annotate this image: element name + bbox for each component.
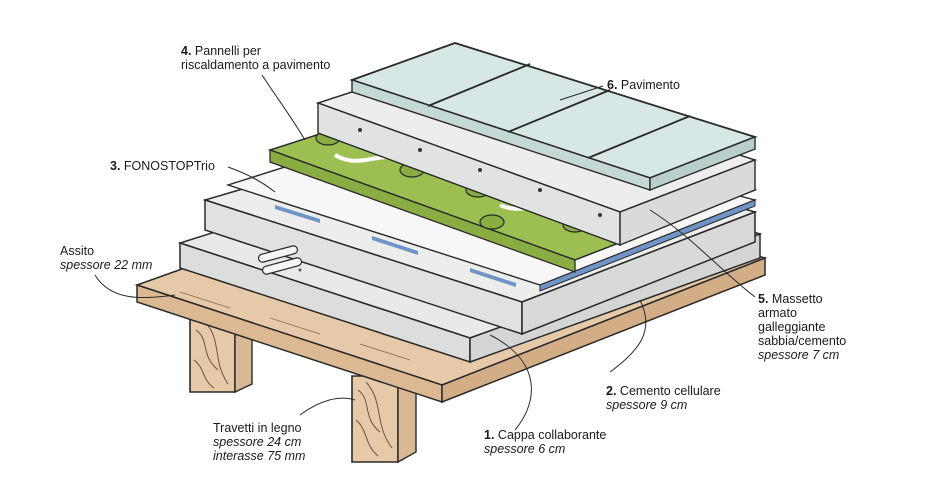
label-fonostop-num: 3. (110, 159, 121, 173)
label-travetti-sub-1: spessore 24 cm (213, 435, 302, 449)
label-pavimento: 6. Pavimento (607, 78, 680, 92)
label-cappa: 1. Cappa collaborante spessore 6 cm (484, 428, 606, 456)
label-travetti-title: Travetti in legno (213, 421, 302, 435)
label-assito-sub: spessore 22 mm (60, 258, 153, 272)
label-pannelli-num: 4. (181, 44, 192, 58)
label-cappa-sub: spessore 6 cm (484, 442, 566, 456)
leader-lines (94, 74, 756, 431)
label-massetto: 5. Massetto armato galleggiante sabbia/c… (758, 292, 846, 362)
label-pavimento-title: Pavimento (620, 78, 680, 92)
label-travetti: Travetti in legno spessore 24 cm interas… (213, 421, 305, 463)
label-massetto-title-2: armato (758, 306, 797, 320)
label-travetti-sub-2: interasse 75 mm (213, 449, 306, 463)
label-massetto-title-3: galleggiante (758, 320, 826, 334)
label-cemento: 2. Cemento cellulare spessore 9 cm (606, 384, 721, 412)
label-massetto-title-1: Massetto (771, 292, 823, 306)
layer-pavimento (349, 42, 758, 192)
label-cemento-title: Cemento cellulare (619, 384, 721, 398)
label-pannelli: 4. Pannelli per riscaldamento a paviment… (181, 44, 330, 72)
label-pavimento-num: 6. (607, 78, 618, 92)
label-massetto-num: 5. (758, 292, 769, 306)
label-cemento-num: 2. (606, 384, 617, 398)
label-massetto-sub: spessore 7 cm (758, 348, 840, 362)
label-cappa-title: Cappa collaborante (497, 428, 607, 442)
label-fonostop-title: FONOSTOPTrio (123, 159, 215, 173)
label-pannelli-title-1: Pannelli per (194, 44, 261, 58)
label-cappa-num: 1. (484, 428, 495, 442)
label-pannelli-title-2: riscaldamento a pavimento (181, 58, 331, 72)
label-cemento-sub: spessore 9 cm (606, 398, 688, 412)
label-fonostop: 3. FONOSTOPTrio (110, 159, 215, 173)
label-assito: Assito spessore 22 mm (60, 244, 152, 272)
label-assito-title: Assito (60, 244, 95, 258)
label-massetto-title-4: sabbia/cemento (758, 334, 847, 348)
